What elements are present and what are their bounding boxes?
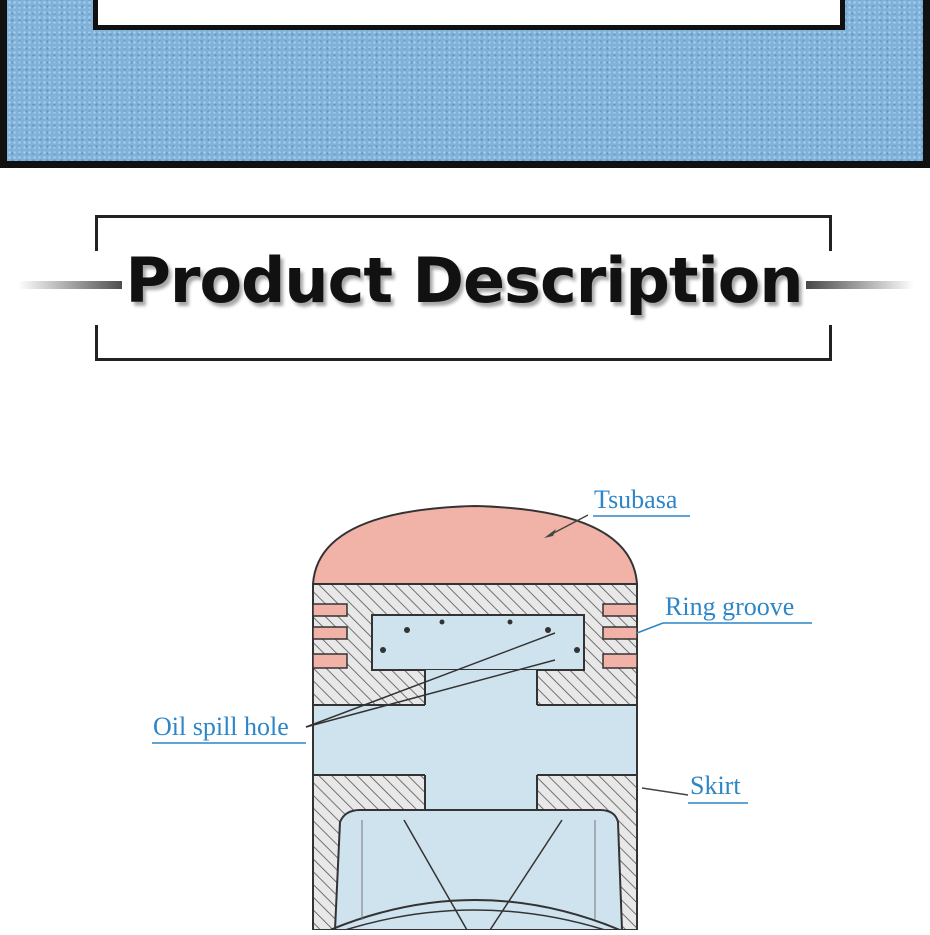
ring-right-2 [602,626,638,640]
ring-left-3 [312,653,348,669]
piston-diagram-svg [152,504,812,931]
label-ring-groove: Ring groove [665,592,795,621]
banner-white-panel [93,0,845,30]
leader-oil-hole [305,632,556,728]
skirt-interior [333,809,624,931]
label-skirt: Skirt [690,771,741,800]
ring-left-2 [312,626,348,640]
leader-ring-groove [636,622,664,634]
top-banner [0,0,930,168]
ring-left-1 [312,603,348,617]
header-bracket-top [95,215,832,251]
leader-pin-1 [403,819,468,931]
label-crown: Tsubasa [594,485,678,514]
ring-right-1 [602,603,638,617]
leader-crown [547,514,589,537]
leader-pin-2 [489,819,563,931]
label-oil-spill-hole: Oil spill hole [153,712,289,741]
piston-crown [311,504,639,585]
section-title: Product Description [122,243,806,319]
leader-skirt [641,787,689,796]
piston-diagram: Tsubasa Ring groove Oil spill hole Skirt [0,470,930,931]
inner-upper-cavity [371,614,585,671]
header-bracket-bottom [95,325,832,361]
ring-right-3 [602,653,638,669]
